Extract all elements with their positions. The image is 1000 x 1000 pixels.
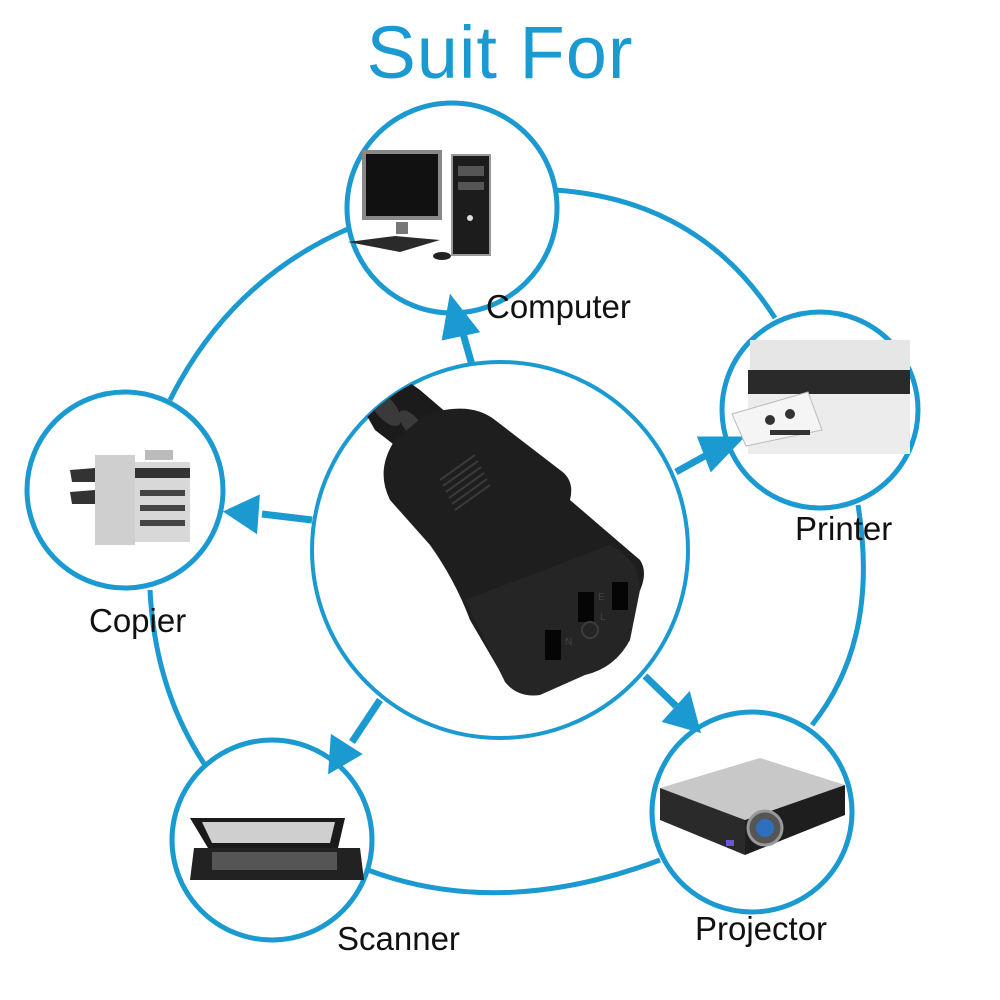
device-label-computer: Computer [486,288,631,325]
pin-hole-n [545,630,561,660]
projector-icon [660,758,845,855]
pin-label-e: E [598,592,605,603]
device-label-projector: Projector [695,910,828,947]
arrow-to-copier [222,494,313,535]
arrow-to-computer [441,293,481,366]
arrow-to-projector [642,673,701,734]
device-label-printer: Printer [795,510,893,547]
device-label-copier: Copier [89,602,187,639]
ring-arc-printer-projector [810,504,866,727]
page-title: Suit For [366,11,634,94]
outer-ring [147,187,866,896]
arrow-to-scanner [328,698,383,775]
ring-arc-copier-computer [167,225,351,402]
pin-hole-e [578,592,594,622]
ring-arc-computer-printer [554,187,778,320]
pin-label-n: N [565,637,572,648]
ring-arc-projector-scanner [367,857,661,896]
computer-icon [348,150,491,260]
device-label-scanner: Scanner [337,920,460,957]
pin-label-l: L [600,612,606,623]
copier-icon [70,450,190,545]
ring-arc-scanner-copier [147,589,208,767]
pin-hole-l [612,582,628,610]
printer-icon [731,340,910,454]
scanner-icon [190,818,364,880]
arrow-to-printer [674,436,746,476]
